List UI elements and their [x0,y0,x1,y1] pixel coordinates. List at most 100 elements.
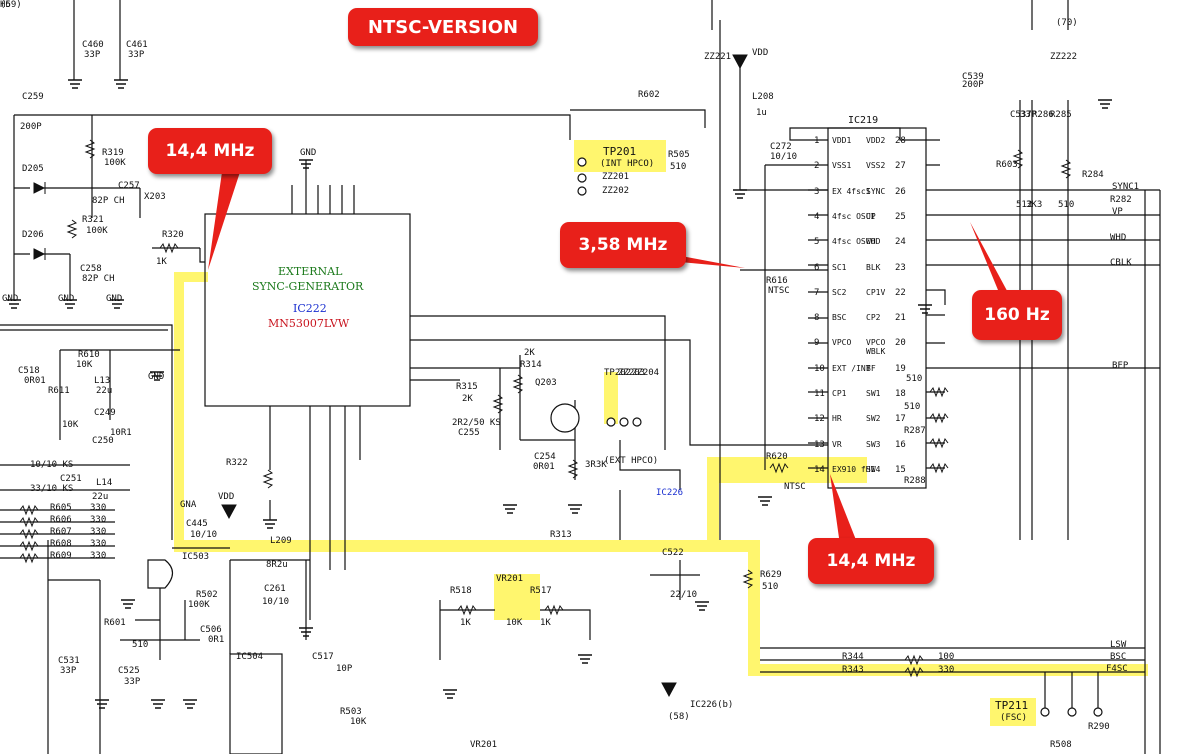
ic219-right-pin-number: 24 [895,237,906,248]
tp211-circle [1040,707,1050,717]
component-label: (59) [0,0,22,10]
zz203-circle [619,417,629,427]
ic219-right-pin-label: VSS2 [866,161,886,171]
ic219-left-pin-number: 8 [814,313,820,324]
component-label: 22/10 [670,590,698,600]
ic219-left-pin-label: SC2 [832,287,847,297]
signal-lsw: LSW [1110,640,1127,650]
ic219-left-pin-number: 4 [814,211,820,222]
component-label: 330 [90,503,107,513]
component-label: 330 [90,551,107,561]
component-label: R503 [340,707,362,717]
ic219-right-pin-number: 22 [895,287,906,298]
callout-14-4-mhz-bottom: 14,4 MHz [808,538,934,584]
ic219-left-pin-label: EX 4fscI [832,186,871,196]
component-label: GND [58,294,75,304]
ic219-right-pin-label: CP2 [866,313,881,323]
callout-pointer-160 [970,222,1012,300]
component-label: 512 [1016,200,1033,210]
vdd-triangle-left [221,504,237,520]
component-label: 100K [188,600,210,610]
component-label: 100K [104,158,126,168]
ic219-right-pin-number: 27 [895,161,906,172]
component-label: R518 [450,586,472,596]
tp201-sub: (INT HPCO) [600,159,655,169]
ic219-left-pin-label: EX910 fHI [832,464,876,474]
highlight-tp202 [604,372,618,424]
q203-circle [550,403,580,433]
component-label: 100 [938,652,955,662]
component-label: 2K [524,348,535,358]
ic219-right-pin-number: 21 [895,313,906,324]
component-label: GNA [180,500,197,510]
ic222-ref: IC222 [293,302,327,315]
highlight-trace-bottom [748,664,1148,676]
component-label: R603 [996,160,1018,170]
ic219-right-pin-label: VPCO WBLK [866,338,886,357]
component-label: R505 [668,150,690,160]
component-label: ZZ222 [1050,52,1078,62]
component-label: 510 [906,374,923,384]
ic219-left-pin-label: SC1 [832,262,847,272]
component-label: 33P [128,50,145,60]
component-label: R343 [842,665,864,675]
component-label: R611 [48,386,70,396]
zz201-circle [577,173,587,183]
component-label: L14 [96,478,113,488]
component-label: R605 [50,503,72,513]
component-label: R282 [1110,195,1132,205]
component-label: 2R2/50 KS [452,418,501,428]
ic219-left-pin-label: VPCO [832,338,852,348]
component-label: 33P [84,50,101,60]
component-label: 1K [540,618,551,628]
ic219-right-pin-label: SW3 [866,439,881,449]
component-label: R285 [1050,110,1072,120]
callout-text: 3,58 MHz [578,235,668,255]
component-label: 0R1 [208,635,225,645]
ic219-left-pin-number: 5 [814,237,820,248]
component-label: 33P [124,677,141,687]
ic219-left-pin-number: 2 [814,161,820,172]
ic219-left-pin-number: 7 [814,287,820,298]
component-label: C259 [22,92,44,102]
signal-bsc: BSC [1110,652,1127,662]
highlight-tp201 [574,140,666,172]
component-label: IC226 [656,488,684,498]
component-label: 3R3K [585,460,607,470]
ic219-right-pin-number: 15 [895,464,906,475]
highlight-trace-left-vertical [174,272,184,548]
component-label: R606 [50,515,72,525]
component-label: NTSC [784,482,806,492]
ic222-body [204,213,411,407]
component-label: C250 [92,436,114,446]
component-label: C460 [82,40,104,50]
ic219-left-pin-label: VSS1 [832,161,852,171]
component-label: 1u [756,108,767,118]
ic219-left-pin-number: 1 [814,136,820,146]
ic219-right-pin-label: CP1V [866,287,886,297]
component-label: ZZ203 [618,368,646,378]
callout-text: 160 Hz [984,305,1050,325]
ic219-left-pin-label: EXT /INT [832,363,871,373]
component-label: 22u [92,492,109,502]
component-label: R616 [766,276,788,286]
ic219-right-pin-number: 19 [895,363,906,374]
component-label: L13 [94,376,111,386]
component-label: GND [300,148,317,158]
component-label: NTSC [768,286,790,296]
component-label: R517 [530,586,552,596]
ic219-right-pin-number: 23 [895,262,906,273]
component-label: 3K3 [1026,200,1043,210]
tp211-label: TP211 [995,699,1029,712]
ic219-left-pin-label: VR [832,439,842,449]
component-label: 10/10 [262,597,290,607]
component-label: 330 [90,539,107,549]
component-label: L209 [270,536,292,546]
component-label: 510 [762,582,779,592]
component-label: R602 [638,90,660,100]
component-label: C258 [80,264,102,274]
component-label: 1K [460,618,471,628]
component-label: 8R2u [266,560,288,570]
component-label: R313 [550,530,572,540]
